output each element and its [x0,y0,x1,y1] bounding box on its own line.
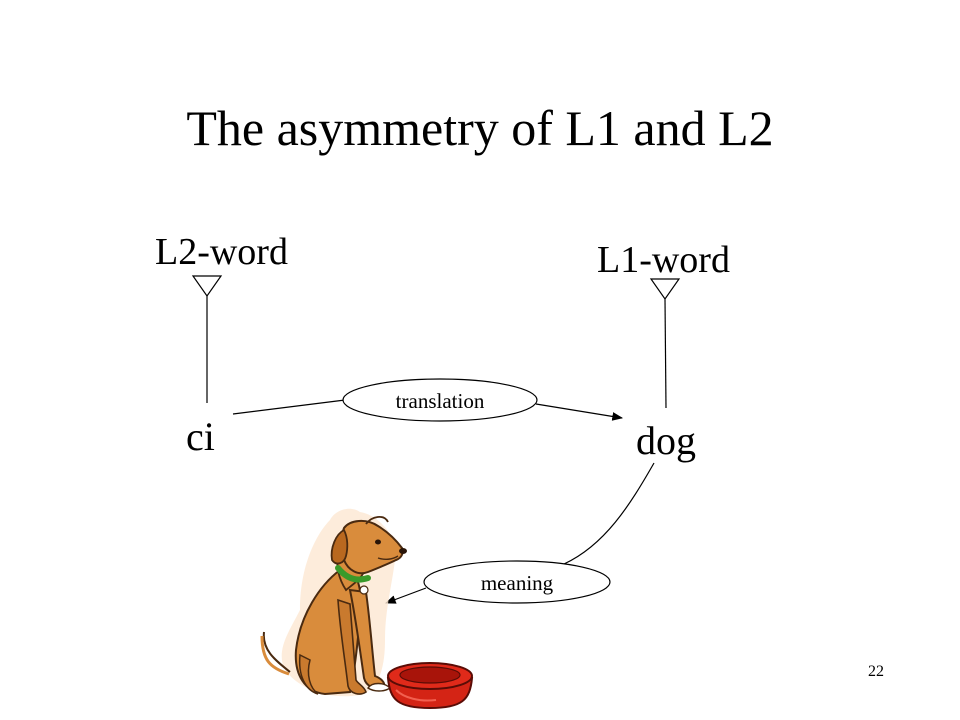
meaning-curve [563,462,655,565]
dog-illustration [260,508,407,697]
l2-term: ci [186,414,215,459]
meaning-oval [423,560,611,604]
l1-node-triangle [649,278,681,301]
bowl-illustration [386,662,474,710]
translation-label: translation [395,389,485,413]
page-number: 22 [868,663,884,680]
l1-term: dog [636,418,696,463]
l2-node-triangle [191,275,223,298]
translation-arrow [232,399,622,418]
l1-node-stem [664,298,667,409]
l1-word-label: L1-word [597,239,730,281]
meaning-arrow [384,587,427,604]
meaning-label: meaning [480,571,554,595]
slide-title: The asymmetry of L1 and L2 [186,100,774,156]
translation-oval [342,378,538,422]
l2-word-label: L2-word [155,231,288,273]
